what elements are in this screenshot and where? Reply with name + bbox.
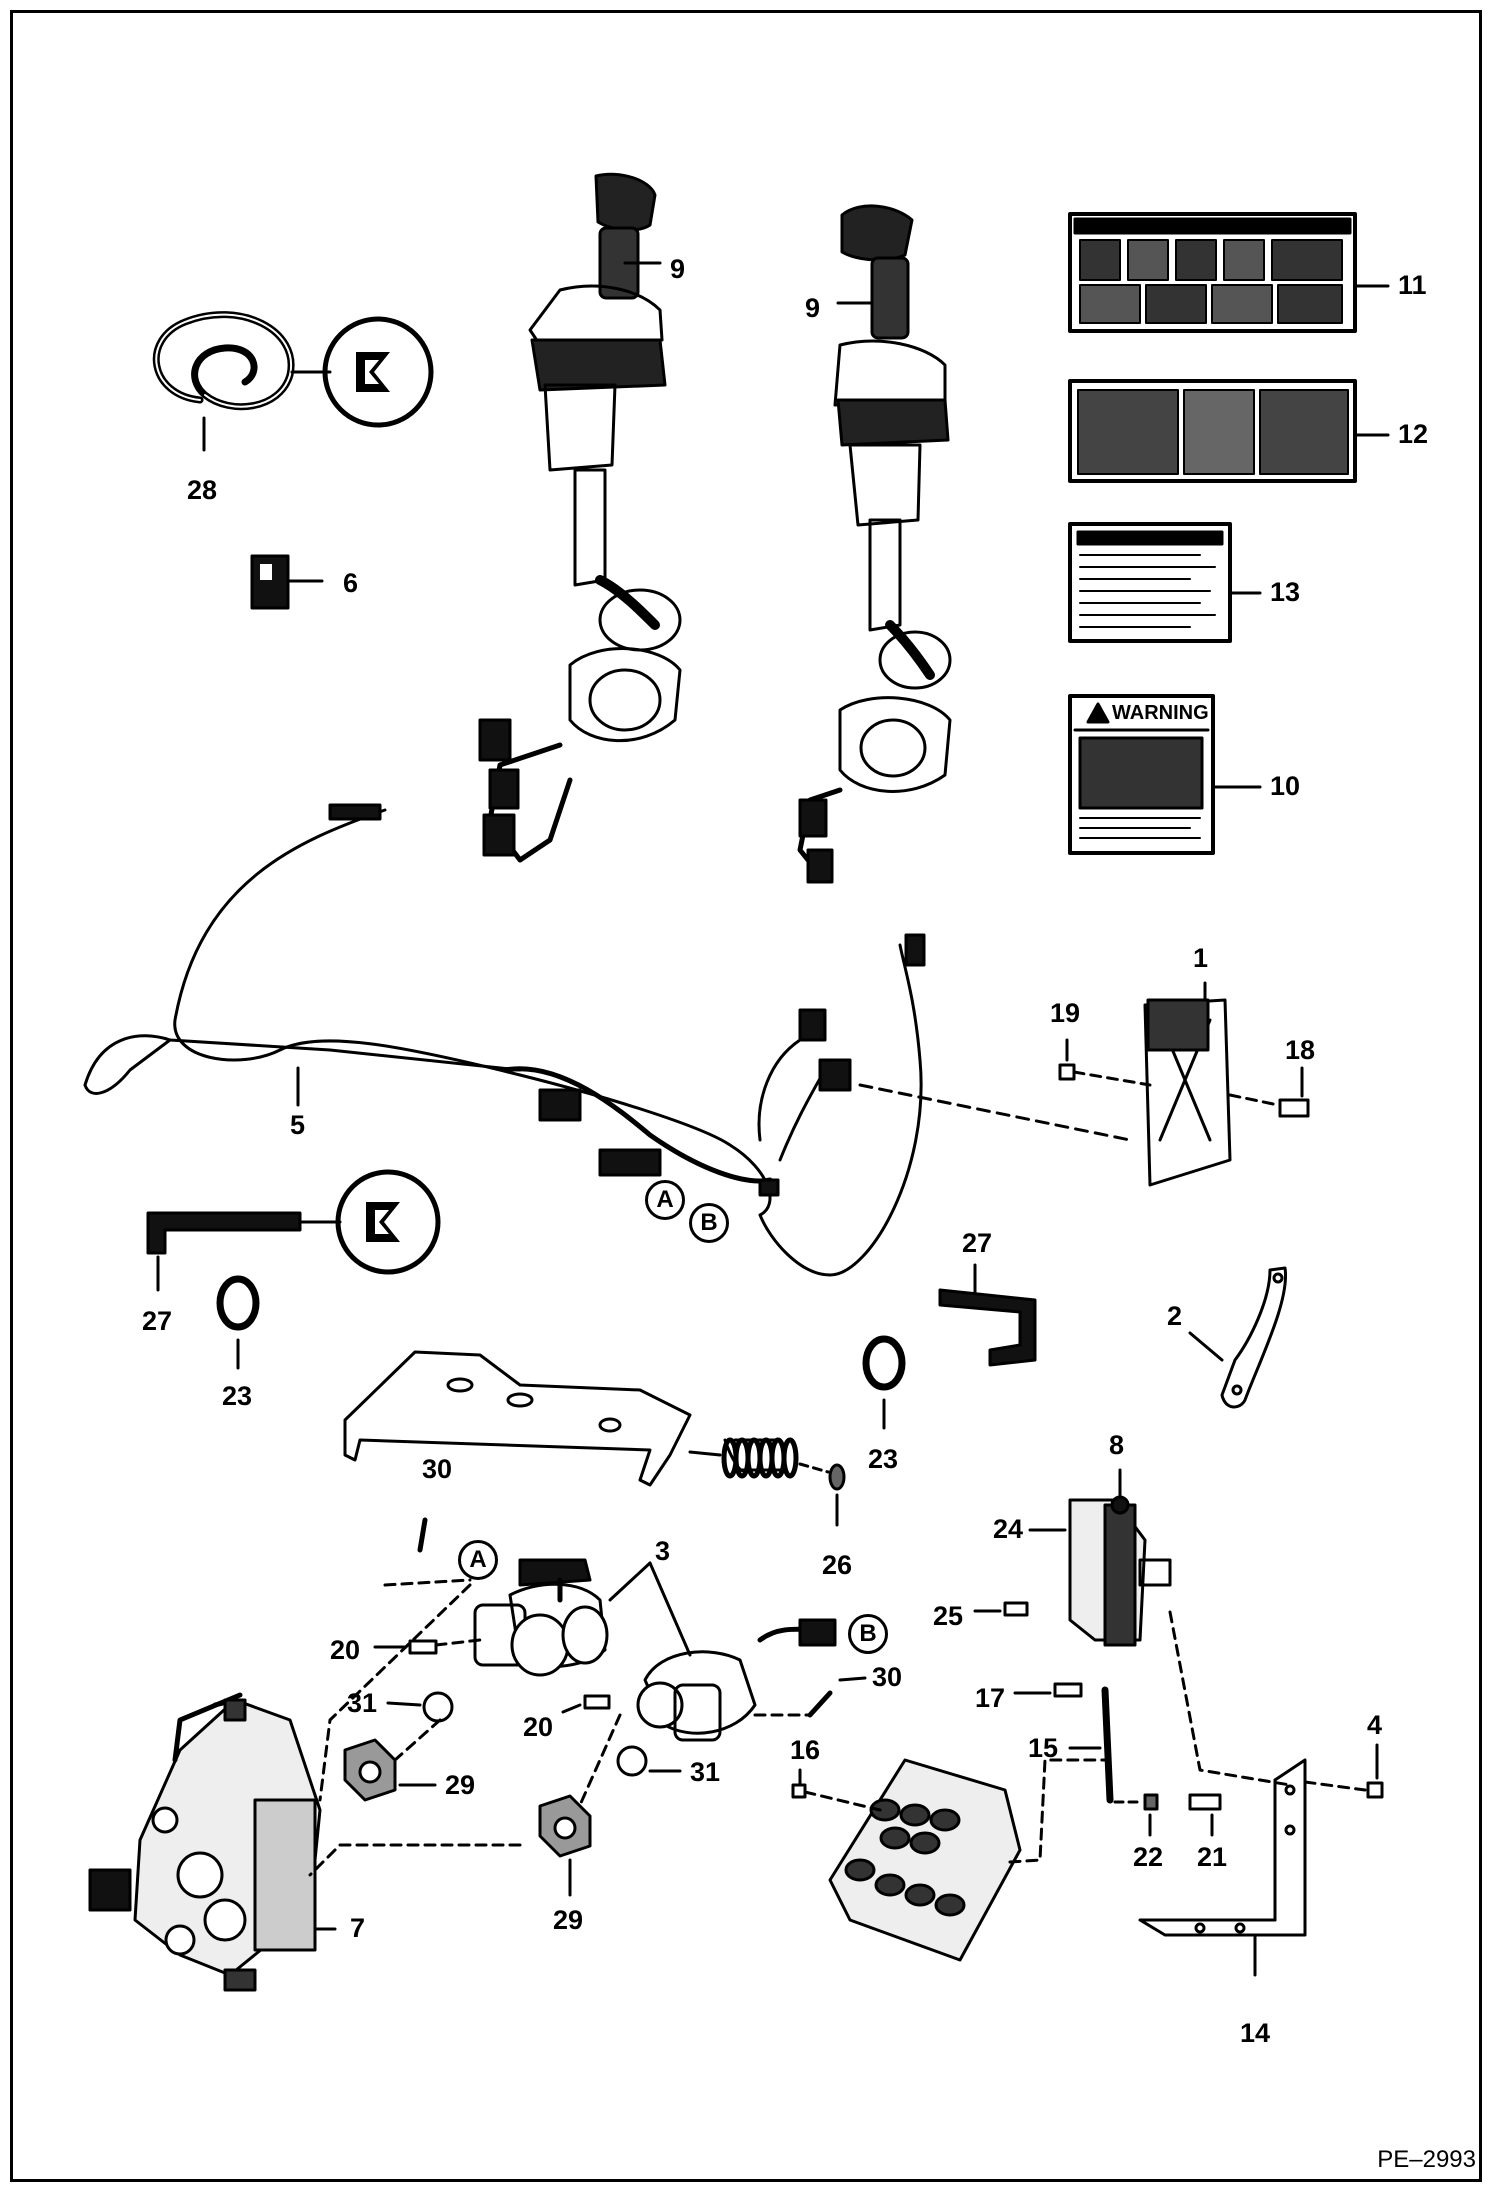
rod-15 [1068,1686,1114,1804]
fitting-29-right [538,1794,592,1897]
callout-10: 10 [1270,771,1301,801]
solenoid-valve-3-left [473,1558,609,1677]
connector-tag-b-harness: B [689,1203,729,1243]
callout-27-right: 27 [962,1228,993,1258]
mounting-plate [343,1350,846,1527]
callout-3: 3 [655,1536,671,1566]
screw-20-right [561,1694,611,1714]
callout-22: 22 [1133,1842,1164,1872]
callout-9-left: 9 [670,254,686,284]
joystick-right-9 [797,204,952,884]
callout-1: 1 [1193,943,1209,973]
callout-4: 4 [1367,1710,1383,1740]
callout-2: 2 [1167,1301,1183,1331]
foot-pedal [791,1758,1112,1962]
callout-31-right: 31 [690,1757,721,1787]
assembly-leaders [308,1578,812,1877]
l-bracket-14 [1138,1610,1384,1977]
screw-20-left [373,1639,438,1655]
switch-assembly-24 [1028,1468,1172,1647]
callout-15: 15 [1028,1733,1059,1763]
screw-17 [1013,1682,1083,1698]
grommet-23-right [862,1335,906,1430]
solenoid-valve-3-right [608,1561,837,1742]
callout-31-left: 31 [347,1688,378,1718]
grommet-23-left [216,1275,260,1370]
hex-key-27-right [938,1263,1037,1367]
pin-30-left [417,1517,428,1553]
callout-11: 11 [1398,270,1427,300]
callout-9-right: 9 [805,293,821,323]
strap-2 [1188,1266,1288,1409]
callout-20-left: 20 [330,1635,361,1665]
callout-17: 17 [975,1683,1006,1713]
coiled-hose-28 [152,311,332,452]
callout-21: 21 [1197,1842,1228,1872]
decal-11 [1068,212,1390,333]
screw-25 [973,1601,1029,1617]
bolt-21 [1188,1793,1222,1837]
switch-6 [250,554,324,610]
drawing-reference: PE–2993 [1377,2146,1476,2173]
callout-29-right: 29 [553,1905,584,1935]
callout-14: 14 [1240,2018,1271,2048]
joystick-left-9 [478,172,682,863]
fitting-29-left [343,1738,437,1802]
o-ring-31-right [616,1745,682,1777]
callout-24: 24 [993,1514,1024,1544]
callout-25: 25 [933,1601,964,1631]
wire-harness-5 [83,803,1132,1277]
callout-5: 5 [290,1110,306,1140]
callout-18: 18 [1285,1035,1316,1065]
bobcat-logo-icon [322,316,434,428]
callout-29-left: 29 [445,1770,476,1800]
callout-19: 19 [1050,998,1081,1028]
connector-tag-a-harness: A [645,1180,685,1220]
decal-10-warning-text: WARNING [1112,702,1209,724]
callout-30-top: 30 [422,1454,453,1484]
drawing-frame [10,10,1482,2182]
connector-tag-b-valve: B [848,1614,888,1654]
connector-tag-a-valve: A [458,1540,498,1580]
hex-key-27-left [146,1211,342,1292]
callout-16: 16 [790,1735,821,1765]
callout-27-left: 27 [142,1306,173,1336]
callout-23-left: 23 [222,1381,253,1411]
decal-13 [1068,522,1262,643]
callout-23-right: 23 [868,1444,899,1474]
pin-30-right [807,1676,867,1718]
callout-26: 26 [822,1550,853,1580]
callout-13: 13 [1270,577,1301,607]
bracket-1 [1058,981,1310,1187]
callout-28: 28 [187,475,218,505]
washer-22 [1143,1793,1159,1837]
bobcat-logo-icon [335,1169,441,1275]
callout-8: 8 [1109,1430,1125,1460]
callout-12: 12 [1398,419,1429,449]
callout-6: 6 [343,568,359,598]
callout-7: 7 [350,1913,366,1943]
decal-10 [1068,694,1262,855]
callout-30-right: 30 [872,1662,903,1692]
callout-20-right: 20 [523,1712,554,1742]
decal-12 [1068,379,1390,483]
o-ring-31-left [386,1691,454,1723]
control-valve-7 [88,1692,337,1992]
